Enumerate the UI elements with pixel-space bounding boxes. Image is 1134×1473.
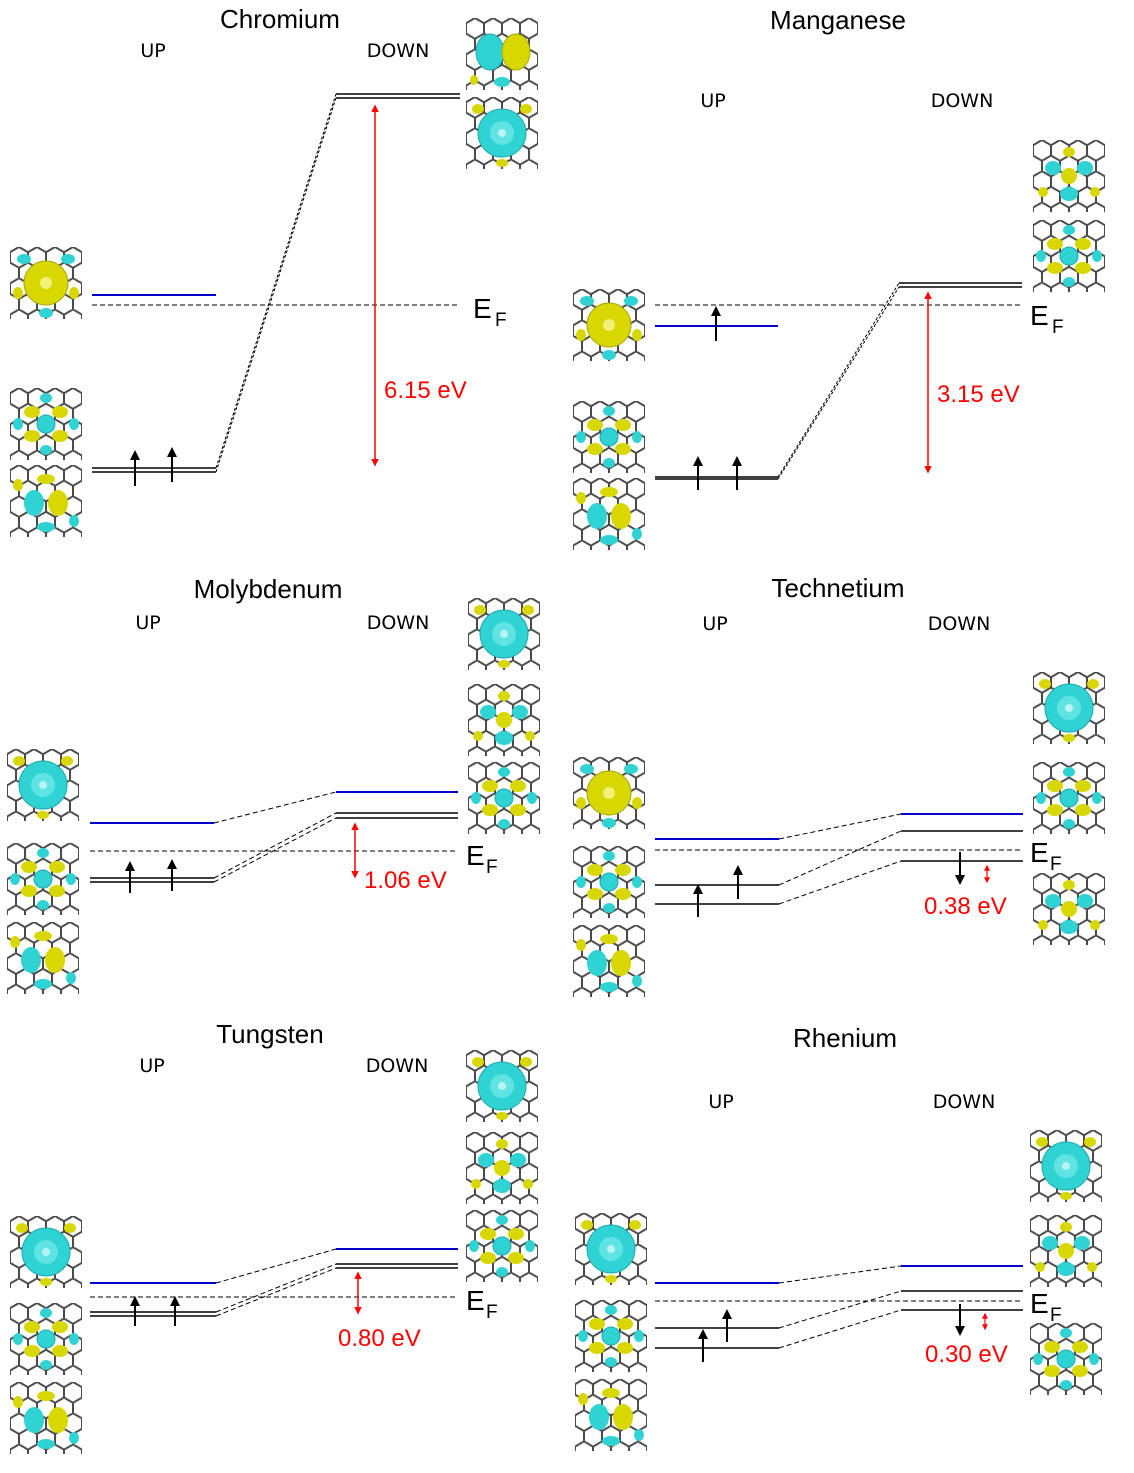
- up-label: UP: [700, 90, 725, 112]
- orbital-image: [468, 598, 540, 670]
- correlation-line: [213, 791, 337, 824]
- panel-title: Chromium: [220, 4, 340, 34]
- fermi-subscript: F: [1050, 854, 1062, 875]
- orbital-image: [573, 478, 645, 550]
- orbital-image: [466, 1050, 538, 1122]
- panel-manganese: Manganese UP DOWN E F 3.15 eV: [573, 5, 1105, 550]
- fermi-subscript: F: [495, 310, 507, 331]
- orbital-image: [573, 401, 645, 473]
- orbital-image: [1030, 1215, 1102, 1287]
- fermi-label: E: [1030, 837, 1049, 868]
- orbital-image: [466, 97, 538, 169]
- orbital-image: [466, 1210, 538, 1282]
- correlation-line: [215, 1267, 337, 1317]
- fermi-label: E: [1030, 1288, 1049, 1319]
- panel-title: Technetium: [772, 573, 905, 603]
- fermi-subscript: F: [486, 1302, 498, 1323]
- orbital-image: [1033, 672, 1105, 744]
- correlation-line: [778, 813, 902, 840]
- panel-title: Manganese: [770, 5, 906, 35]
- orbital-image: [575, 1300, 647, 1372]
- orbital-image: [573, 289, 645, 361]
- correlation-line: [778, 1290, 902, 1329]
- gap-value: 3.15 eV: [937, 381, 1020, 408]
- panel-rhenium: Rhenium UP DOWN E F 0.30 eV: [575, 1023, 1102, 1451]
- fermi-subscript: F: [1052, 317, 1064, 338]
- correlation-line: [778, 1309, 902, 1349]
- correlation-line: [213, 817, 337, 883]
- up-label: UP: [702, 613, 727, 635]
- orbital-image: [573, 925, 645, 997]
- orbital-image: [466, 18, 538, 90]
- fermi-label: E: [466, 1285, 485, 1316]
- correlation-line: [215, 1248, 337, 1284]
- orbital-image: [575, 1213, 647, 1285]
- gap-value: 6.15 eV: [384, 377, 467, 404]
- panel-title: Molybdenum: [194, 574, 343, 604]
- orbital-image: [466, 1132, 538, 1204]
- fermi-subscript: F: [1050, 1305, 1062, 1326]
- orbital-image: [10, 1216, 82, 1288]
- orbital-image: [10, 388, 82, 460]
- fermi-label: E: [466, 840, 485, 871]
- orbital-image: [1030, 1323, 1102, 1395]
- correlation-line: [778, 1265, 902, 1284]
- correlation-line: [215, 97, 337, 473]
- fermi-label: E: [473, 293, 492, 324]
- orbital-image: [1033, 220, 1105, 292]
- down-label: DOWN: [367, 612, 430, 634]
- correlation-line: [778, 830, 902, 886]
- orbital-image: [7, 922, 79, 994]
- fermi-label: E: [1030, 300, 1049, 331]
- orbital-image: [10, 1303, 82, 1375]
- orbital-image: [468, 762, 540, 834]
- down-label: DOWN: [366, 1055, 429, 1077]
- panel-technetium: Technetium UP DOWN E F 0.38 eV: [573, 573, 1105, 997]
- orbital-image: [1030, 1130, 1102, 1202]
- up-label: UP: [135, 612, 160, 634]
- down-label: DOWN: [928, 613, 991, 635]
- down-label: DOWN: [933, 1091, 996, 1113]
- panel-tungsten: Tungsten UP DOWN E F 0.80 eV: [10, 1019, 538, 1454]
- up-label: UP: [708, 1091, 733, 1113]
- correlation-line: [215, 1263, 337, 1313]
- gap-value: 0.80 eV: [338, 1325, 421, 1352]
- correlation-line: [777, 282, 900, 478]
- orbital-image: [10, 465, 82, 537]
- orbital-image: [575, 1379, 647, 1451]
- correlation-line: [213, 812, 337, 879]
- down-label: DOWN: [931, 90, 994, 112]
- correlation-line: [778, 860, 902, 905]
- orbital-image: [10, 1382, 82, 1454]
- gap-value: 1.06 eV: [364, 867, 447, 894]
- orbital-image: [1033, 873, 1105, 945]
- panel-title: Tungsten: [216, 1019, 323, 1049]
- panel-chromium: Chromium UP DOWN E F 6.15 eV: [10, 4, 538, 537]
- orbital-image: [468, 684, 540, 756]
- down-label: DOWN: [367, 40, 430, 62]
- panel-title: Rhenium: [793, 1023, 897, 1053]
- gap-value: 0.30 eV: [925, 1341, 1008, 1368]
- orbital-image: [1033, 762, 1105, 834]
- up-label: UP: [140, 40, 165, 62]
- orbital-image: [1033, 140, 1105, 212]
- gap-value: 0.38 eV: [924, 893, 1007, 920]
- correlation-line: [215, 93, 337, 469]
- fermi-subscript: F: [486, 857, 498, 878]
- panel-molybdenum: Molybdenum UP DOWN E F 1.06 eV: [7, 574, 540, 994]
- orbital-image: [573, 757, 645, 829]
- correlation-line: [777, 286, 900, 480]
- orbital-image: [7, 749, 79, 821]
- orbital-image: [573, 846, 645, 918]
- orbital-image: [7, 843, 79, 915]
- up-label: UP: [139, 1055, 164, 1077]
- orbital-image: [10, 247, 82, 319]
